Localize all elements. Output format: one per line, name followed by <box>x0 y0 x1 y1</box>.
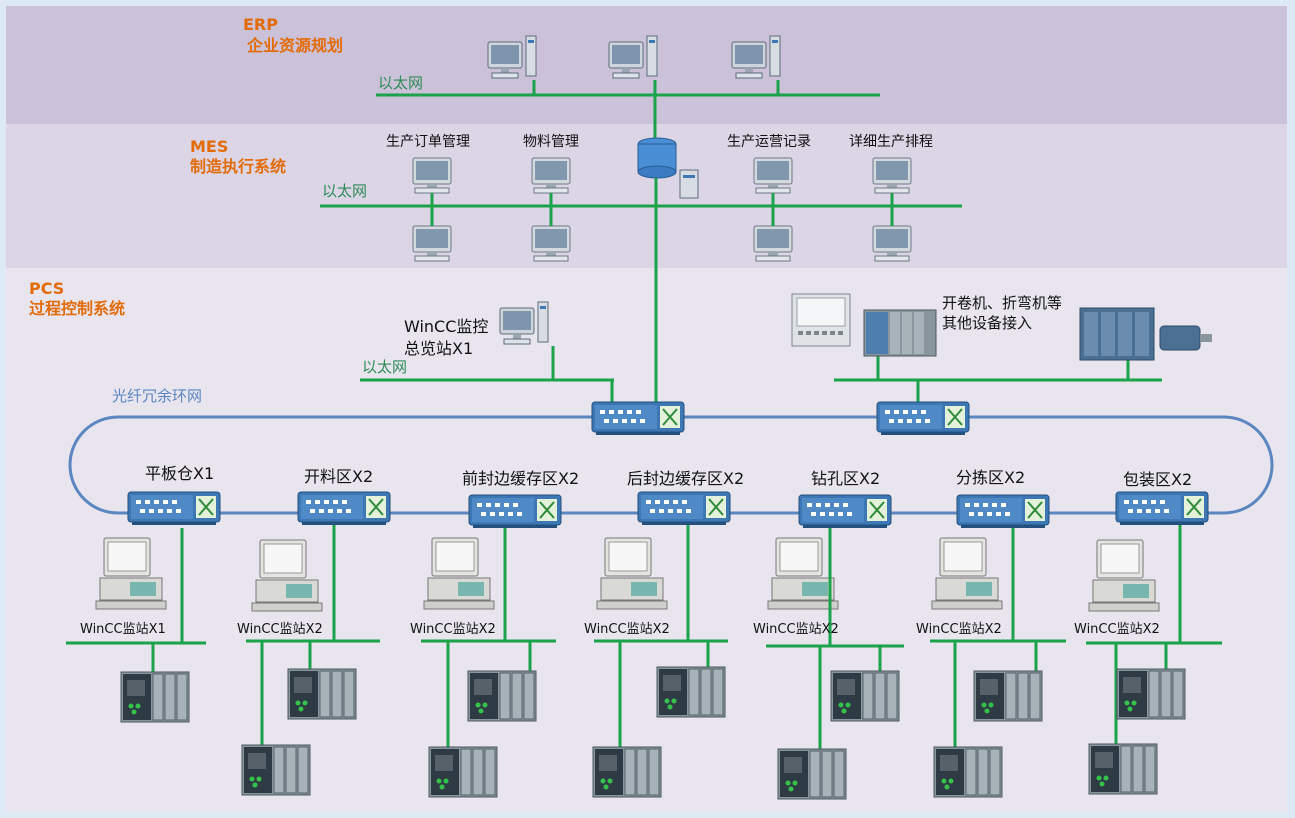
fiber-ring-label: 光纤冗余环网 <box>112 387 203 405</box>
pcs-name: 过程控制系统 <box>29 299 126 318</box>
overview-station-label: WinCC监控 总览站X1 <box>404 317 489 358</box>
other-equipment-label: 开卷机、折弯机等 其他设备接入 <box>942 294 1063 332</box>
zone-workstations <box>95 537 1160 612</box>
s7-controller <box>863 309 937 357</box>
erp-ethernet-lines <box>376 80 880 143</box>
wincc-station-label: WinCC监站X2 <box>916 622 1002 637</box>
drive-and-motor <box>1079 307 1212 361</box>
mes-ethernet-label: 以太网 <box>322 182 368 200</box>
mes-code: MES <box>190 137 229 156</box>
pcs-code: PCS <box>29 279 65 298</box>
mes-module-label: 物料管理 <box>523 134 579 150</box>
erp-code: ERP <box>243 15 278 34</box>
mes-database-server <box>637 137 699 199</box>
zone-label: 后封边缓存区X2 <box>627 469 745 488</box>
pcs-ethernet-label: 以太网 <box>362 358 408 376</box>
mes-ethernet-lines <box>320 178 962 404</box>
wincc-station-label: WinCC监站X2 <box>237 622 323 637</box>
zone-label: 前封边缓存区X2 <box>462 469 580 488</box>
hmi-panel <box>791 293 851 347</box>
zone-label: 钻孔区X2 <box>811 469 881 488</box>
mes-name: 制造执行系统 <box>190 157 287 176</box>
zone-label: 开料区X2 <box>304 467 374 486</box>
zone-label: 平板仓X1 <box>145 464 215 483</box>
wincc-station-label: WinCC监站X1 <box>80 622 166 637</box>
wincc-station-label: WinCC监站X2 <box>584 622 670 637</box>
wincc-station-label: WinCC监站X2 <box>753 622 839 637</box>
mes-module-label: 详细生产排程 <box>849 134 933 150</box>
wincc-station-label: WinCC监站X2 <box>410 622 496 637</box>
plc-racks <box>120 666 1186 800</box>
mes-module-label: 生产订单管理 <box>386 134 470 150</box>
zone-label: 分拣区X2 <box>956 468 1026 487</box>
pcs-ethernet-lines <box>360 346 1162 404</box>
erp-ethernet-label: 以太网 <box>378 74 424 92</box>
mes-module-label: 生产运营记录 <box>727 134 811 150</box>
erp-computers <box>487 35 781 79</box>
erp-name: 企业资源规划 <box>247 36 344 55</box>
overview-station-computer <box>499 301 549 345</box>
wincc-station-label: WinCC监站X2 <box>1074 622 1160 637</box>
zone-ethernet-lines <box>66 525 1222 750</box>
zone-label: 包装区X2 <box>1123 470 1193 489</box>
zone-switches <box>127 491 1209 529</box>
